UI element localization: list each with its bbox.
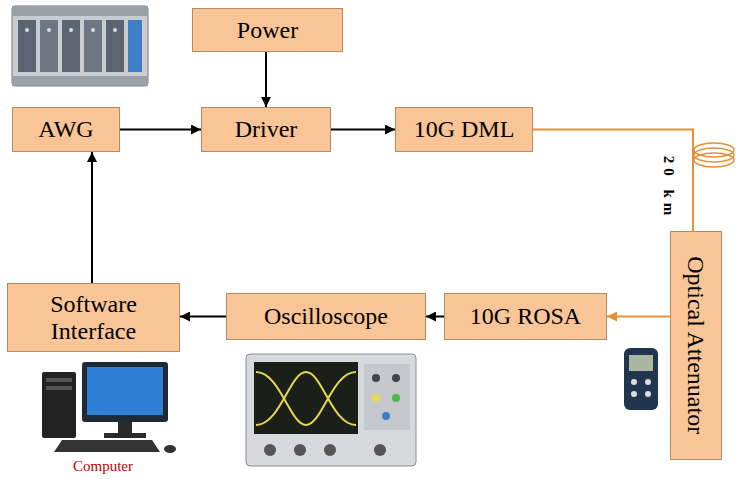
computer-icon-part — [104, 433, 146, 438]
computer-icon-part — [118, 422, 132, 434]
computer-icon-part — [164, 445, 176, 453]
box-label: Optical Attenuator — [683, 257, 709, 435]
power-meter-icon — [624, 348, 658, 410]
software-box: Software Interface — [7, 283, 180, 352]
awg-chassis-part — [128, 20, 142, 72]
oscilloscope-picture-part — [382, 412, 390, 420]
oscilloscope-picture-part — [392, 394, 400, 402]
awg-chassis-part — [18, 20, 36, 72]
box-label: Driver — [235, 116, 298, 142]
oscilloscope-picture-part — [254, 362, 358, 434]
signal-arrow — [120, 129, 201, 131]
box-label: 10G ROSA — [470, 303, 581, 329]
power-meter-icon-part — [631, 391, 637, 397]
computer-caption: Computer — [73, 458, 133, 475]
oscilloscope-picture-part — [294, 444, 306, 456]
awg-chassis-part — [62, 20, 80, 72]
oscilloscope-picture-part — [256, 372, 356, 425]
awg-chassis-part — [40, 20, 58, 72]
computer-icon-part — [42, 372, 76, 438]
awg-chassis-part — [25, 28, 29, 32]
oscilloscope-picture-part — [256, 372, 356, 425]
laser-box: 10G DML — [395, 107, 533, 152]
signal-arrow — [426, 316, 444, 318]
awg-chassis-part — [12, 6, 148, 16]
attenuator-box: Optical Attenuator — [670, 231, 722, 460]
fiber-link — [533, 130, 693, 232]
computer-icon — [42, 362, 176, 453]
power-box: Power — [192, 8, 343, 52]
box-label: Power — [237, 17, 298, 43]
awg-chassis-part — [12, 76, 148, 86]
computer-icon-part — [46, 378, 72, 382]
awg-chassis-part — [91, 28, 95, 32]
fiber-length-label: 20 km — [660, 156, 677, 221]
awg-chassis — [12, 6, 148, 86]
signal-arrow — [331, 129, 395, 131]
fiber-coil-part — [694, 153, 734, 167]
oscilloscope-picture-part — [372, 374, 380, 382]
oscilloscope-picture-part — [246, 354, 416, 466]
oscilloscope-picture — [246, 354, 416, 466]
awg-chassis-part — [47, 28, 51, 32]
oscilloscope-picture-part — [392, 374, 400, 382]
computer-icon-part — [46, 386, 72, 390]
receiver-box: 10G ROSA — [444, 293, 607, 340]
signal-arrow — [607, 316, 670, 318]
power-meter-icon-part — [645, 391, 651, 397]
box-label: AWG — [38, 116, 93, 142]
power-meter-icon-part — [645, 379, 651, 385]
power-meter-icon-part — [631, 379, 637, 385]
awg-box: AWG — [12, 107, 120, 152]
awg-chassis-part — [106, 20, 124, 72]
computer-icon-part — [82, 362, 168, 422]
fiber-coil — [694, 143, 734, 167]
signal-arrow — [180, 316, 226, 318]
signal-arrow — [91, 152, 93, 283]
oscilloscope-box: Oscilloscope — [226, 293, 426, 340]
oscilloscope-picture-part — [264, 444, 276, 456]
awg-chassis-part — [84, 20, 102, 72]
box-label: Software Interface — [8, 291, 179, 344]
oscilloscope-picture-part — [374, 444, 386, 456]
driver-box: Driver — [201, 107, 331, 152]
oscilloscope-picture-part — [364, 364, 410, 430]
awg-chassis-part — [12, 6, 148, 86]
oscilloscope-picture-part — [372, 394, 380, 402]
power-meter-icon-part — [624, 348, 658, 410]
awg-chassis-part — [69, 28, 73, 32]
awg-chassis-part — [113, 28, 117, 32]
box-label: Oscilloscope — [264, 303, 388, 329]
computer-icon-part — [54, 440, 160, 452]
computer-icon-part — [87, 367, 163, 415]
power-meter-icon-part — [629, 355, 653, 371]
oscilloscope-picture-part — [324, 444, 336, 456]
signal-arrow — [265, 52, 267, 107]
box-label: 10G DML — [414, 116, 515, 142]
